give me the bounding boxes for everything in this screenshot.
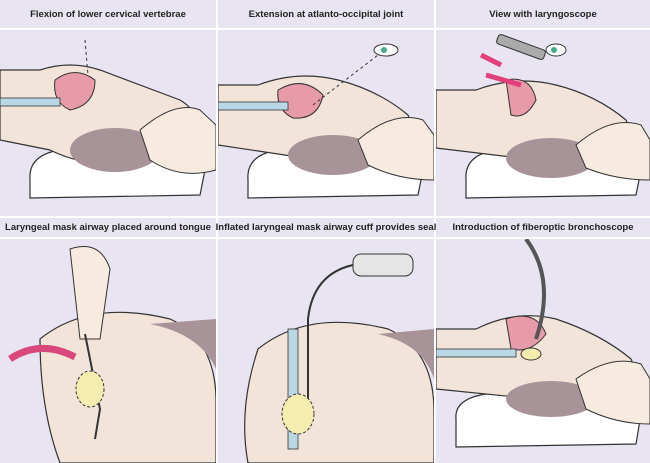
caption-1: Flexion of lower cervical vertebrae (0, 0, 216, 28)
illustration-lma-seal (244, 253, 434, 463)
illustration-lma-placement (8, 246, 216, 463)
illustration-flexion (0, 39, 216, 199)
caption-5: Inflated laryngeal mask airway cuff prov… (216, 218, 436, 237)
panel-extension (218, 30, 434, 216)
illustration-extension (218, 43, 434, 199)
panel-laryngoscope (436, 30, 650, 216)
caption-6: Introduction of fiberoptic bronchoscope (436, 218, 650, 237)
panel-bronchoscope (436, 239, 650, 463)
caption-4: Laryngeal mask airway placed around tong… (0, 218, 216, 237)
panel-flexion (0, 30, 216, 216)
caption-2: Extension at atlanto-occipital joint (218, 0, 434, 28)
illustration-bronchoscope (436, 239, 650, 448)
caption-3: View with laryngoscope (436, 0, 650, 28)
panel-lma-placement (0, 239, 216, 463)
panel-lma-seal (218, 239, 434, 463)
illustration-laryngoscope (436, 34, 650, 199)
